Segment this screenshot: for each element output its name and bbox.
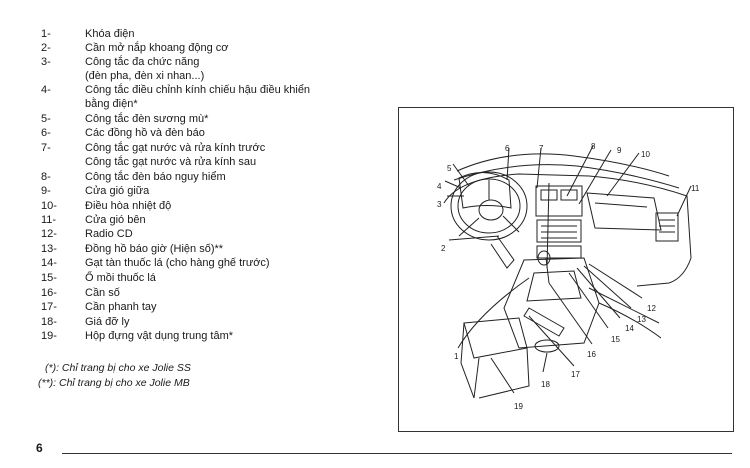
legend-item-number: 11- bbox=[41, 214, 57, 226]
legend-item-number: 19- bbox=[41, 330, 57, 342]
callout-label: 19 bbox=[514, 402, 523, 411]
legend-item-number: 4- bbox=[41, 84, 51, 96]
legend-item-number: 2- bbox=[41, 42, 51, 54]
legend-item-number: 1- bbox=[41, 28, 51, 40]
legend-item-text: Giá đỡ ly bbox=[85, 316, 130, 328]
legend-item-text: Các đồng hồ và đèn báo bbox=[85, 127, 205, 139]
legend-item-text: Hộp đựng vật dụng trung tâm* bbox=[85, 330, 234, 342]
legend-item-text: Công tắc điều chỉnh kính chiếu hậu điều … bbox=[85, 84, 311, 96]
legend-item-text: Cửa gió giữa bbox=[85, 185, 150, 197]
legend-item-number: 14- bbox=[41, 257, 57, 269]
callout-label: 15 bbox=[611, 335, 620, 344]
legend-item-text: Công tắc đèn sương mù* bbox=[85, 113, 209, 125]
legend-item-text: Cần mở nắp khoang động cơ bbox=[85, 42, 229, 54]
legend-item-text: Radio CD bbox=[85, 228, 133, 240]
callout-label: 9 bbox=[617, 146, 622, 155]
callout-label: 13 bbox=[637, 315, 646, 324]
legend-item-text: Gạt tàn thuốc lá (cho hàng ghế trước) bbox=[85, 257, 270, 269]
legend-item-text: Điều hòa nhiệt độ bbox=[85, 200, 172, 212]
legend-item-number: 6- bbox=[41, 127, 51, 139]
callout-label: 10 bbox=[641, 150, 650, 159]
callout-label: 2 bbox=[441, 244, 446, 253]
callout-label: 17 bbox=[571, 370, 580, 379]
callout-label: 12 bbox=[647, 304, 656, 313]
legend-item-text: Công tắc gạt nước và rửa kính trước bbox=[85, 142, 266, 154]
legend-item-number: 15- bbox=[41, 272, 57, 284]
legend-item-number: 7- bbox=[41, 142, 51, 154]
legend-item-number: 18- bbox=[41, 316, 57, 328]
legend-item-number: 17- bbox=[41, 301, 57, 313]
legend-item-text: Công tắc đèn báo nguy hiểm bbox=[85, 171, 226, 183]
legend-item-text: Cửa gió bên bbox=[85, 214, 146, 226]
callout-label: 18 bbox=[541, 380, 550, 389]
callout-label: 1 bbox=[454, 352, 459, 361]
callout-label: 6 bbox=[505, 144, 510, 153]
legend-item-text: Cần phanh tay bbox=[85, 301, 157, 313]
legend-item-text: Khóa điện bbox=[85, 28, 135, 40]
page-number: 6 bbox=[36, 441, 43, 455]
note-double-asterisk: (**): Chỉ trang bị cho xe Jolie MB bbox=[38, 377, 190, 389]
callout-label: 16 bbox=[587, 350, 596, 359]
legend-item-text: Cần số bbox=[85, 287, 120, 299]
legend-item-text: Ổ mồi thuốc lá bbox=[85, 272, 156, 284]
callout-label: 4 bbox=[437, 182, 442, 191]
legend-item-number: 5- bbox=[41, 113, 51, 125]
legend-item-number: 8- bbox=[41, 171, 51, 183]
callout-label: 3 bbox=[437, 200, 442, 209]
legend-item-number: 10- bbox=[41, 200, 57, 212]
legend-item-number: 13- bbox=[41, 243, 57, 255]
callout-label: 7 bbox=[539, 144, 544, 153]
legend-item-text: Công tắc đa chức năng bbox=[85, 56, 200, 68]
callout-label: 8 bbox=[591, 142, 596, 151]
legend-item-number: 12- bbox=[41, 228, 57, 240]
legend-item-text: bằng điện* bbox=[85, 98, 138, 110]
note-single-asterisk: (*): Chỉ trang bị cho xe Jolie SS bbox=[45, 362, 191, 374]
callout-label: 11 bbox=[691, 184, 700, 193]
callout-label: 14 bbox=[625, 324, 634, 333]
legend-item-number: 9- bbox=[41, 185, 51, 197]
legend-item-number: 3- bbox=[41, 56, 51, 68]
legend-item-text: Đồng hồ báo giờ (Hiện số)** bbox=[85, 243, 224, 255]
legend-item-text: (đèn pha, đèn xi nhan...) bbox=[85, 70, 205, 82]
legend-item-text: Công tắc gạt nước và rửa kính sau bbox=[85, 156, 257, 168]
footer-rule bbox=[62, 453, 732, 454]
dashboard-illustration bbox=[443, 145, 692, 399]
legend-item-number: 16- bbox=[41, 287, 57, 299]
callout-label: 5 bbox=[447, 164, 452, 173]
